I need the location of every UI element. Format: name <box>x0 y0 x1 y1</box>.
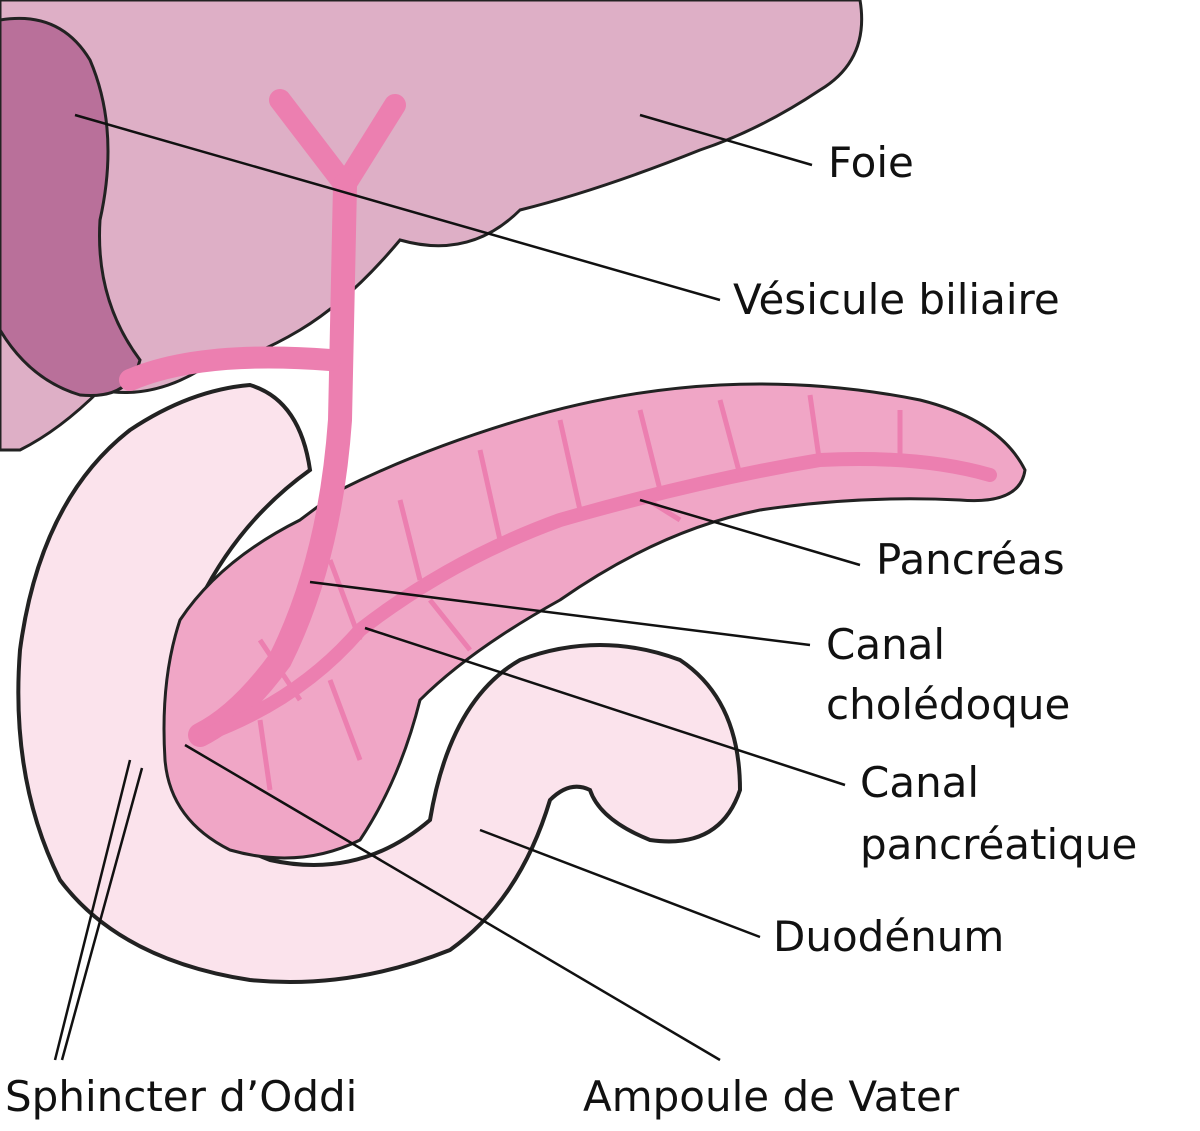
leader-lines <box>53 113 861 1062</box>
label-sphincter: Sphincter d’Oddi <box>5 1072 358 1121</box>
label-pancreatic-duct-1: Canal <box>860 758 980 807</box>
pancreas-shape <box>162 382 1027 860</box>
label-liver: Foie <box>828 138 914 187</box>
label-pancreatic-duct-2: pancréatique <box>860 820 1138 869</box>
label-ampulla: Ampoule de Vater <box>583 1072 960 1121</box>
label-common-bile-duct-2: cholédoque <box>826 680 1071 729</box>
label-common-bile-duct-1: Canal <box>826 620 946 669</box>
duct-branches <box>257 394 903 791</box>
liver-shape <box>0 0 864 452</box>
label-pancreas: Pancréas <box>876 535 1065 584</box>
gallbladder-shape <box>0 16 142 398</box>
label-duodenum: Duodénum <box>773 912 1005 961</box>
bile-duct <box>119 89 997 747</box>
label-gallbladder: Vésicule biliaire <box>733 275 1060 324</box>
